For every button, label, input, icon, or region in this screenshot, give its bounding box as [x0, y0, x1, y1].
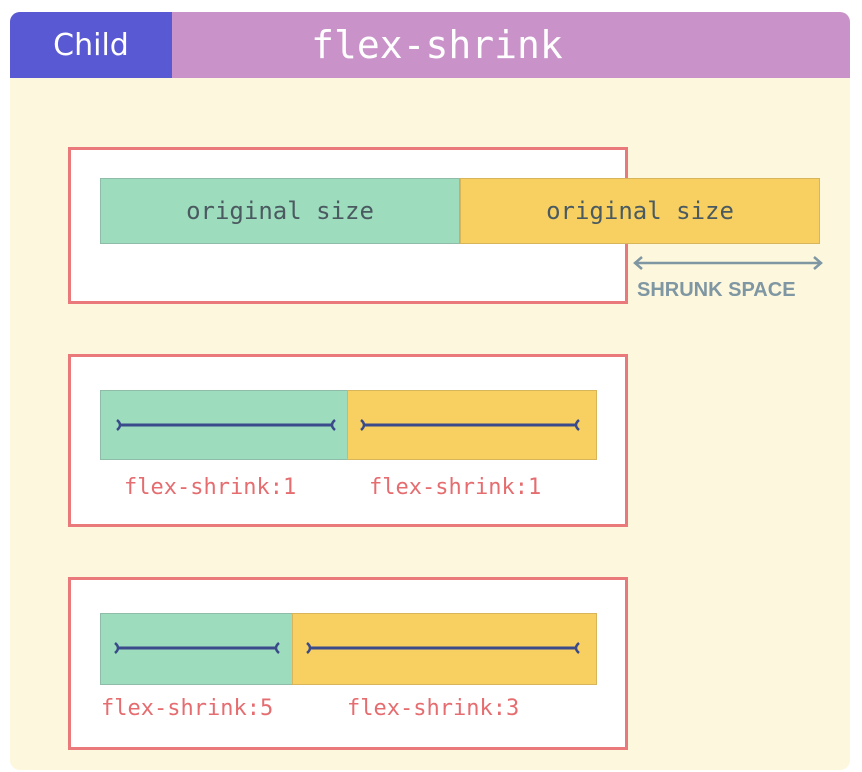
measure-line-2b	[360, 419, 580, 431]
item-original-size-2: original size	[460, 178, 820, 244]
measure-line-3a	[114, 642, 280, 654]
item-original-size-1: original size	[100, 178, 460, 244]
measure-line-2a	[116, 419, 336, 431]
shrunk-space-arrow	[633, 256, 823, 270]
flex-shrink-card: Child flex-shrink original size original…	[10, 12, 850, 770]
page-title: flex-shrink	[311, 23, 563, 67]
label-shrink-2a: flex-shrink:1	[124, 475, 297, 500]
label-shrink-3: flex-shrink:3	[347, 696, 520, 721]
child-tab: Child	[10, 12, 172, 78]
shrunk-space-label: SHRUNK SPACE	[637, 279, 796, 301]
measure-line-3b	[306, 642, 580, 654]
header-bar: Child flex-shrink	[10, 12, 850, 78]
label-shrink-2b: flex-shrink:1	[369, 475, 542, 500]
label-shrink-5: flex-shrink:5	[101, 696, 274, 721]
